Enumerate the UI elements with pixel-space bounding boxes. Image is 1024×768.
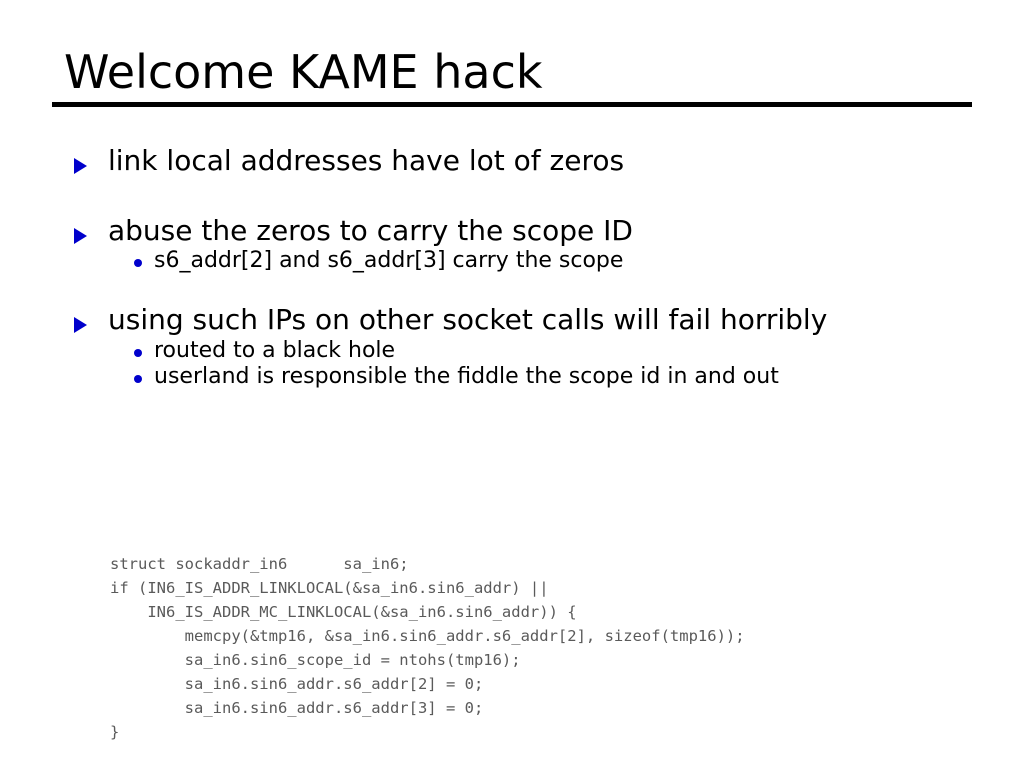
slide-title-block: Welcome KAME hack (52, 45, 972, 108)
dot-bullet-icon (134, 375, 142, 384)
slide-body: link local addresses have lot of zeros a… (74, 144, 974, 391)
triangle-bullet-icon (74, 158, 87, 174)
code-sample: struct sockaddr_in6 sa_in6; if (IN6_IS_A… (110, 555, 745, 741)
bullet-text-0: link local addresses have lot of zeros (108, 144, 625, 177)
dot-bullet-icon (134, 259, 142, 268)
dot-bullet-icon (134, 348, 142, 357)
sub-bullet-item: s6_addr[2] and s6_addr[3] carry the scop… (132, 248, 974, 275)
page-title: Welcome KAME hack (64, 45, 543, 99)
spacer (74, 176, 974, 216)
sub-bullet-list-2: routed to a black hole userland is respo… (108, 338, 974, 392)
triangle-bullet-icon (74, 317, 87, 334)
title-divider (52, 102, 972, 108)
bullet-item-2: using such IPs on other socket calls wil… (74, 305, 974, 391)
sub-bullet-list-1: s6_addr[2] and s6_addr[3] carry the scop… (108, 248, 974, 275)
bullet-item-0: link local addresses have lot of zeros (74, 144, 974, 177)
spacer (74, 275, 974, 305)
bullet-text-2: using such IPs on other socket calls wil… (108, 303, 828, 337)
bullet-text-1: abuse the zeros to carry the scope ID (108, 214, 633, 248)
sub-bullet-text: routed to a black hole (154, 337, 396, 363)
bullet-item-1: abuse the zeros to carry the scope ID s6… (74, 214, 974, 275)
sub-bullet-text: s6_addr[2] and s6_addr[3] carry the scop… (154, 248, 624, 274)
sub-bullet-text: userland is responsible the fiddle the s… (154, 364, 779, 390)
sub-bullet-item: userland is responsible the fiddle the s… (132, 364, 974, 391)
sub-bullet-item: routed to a black hole (132, 338, 974, 365)
triangle-bullet-icon (74, 228, 87, 245)
